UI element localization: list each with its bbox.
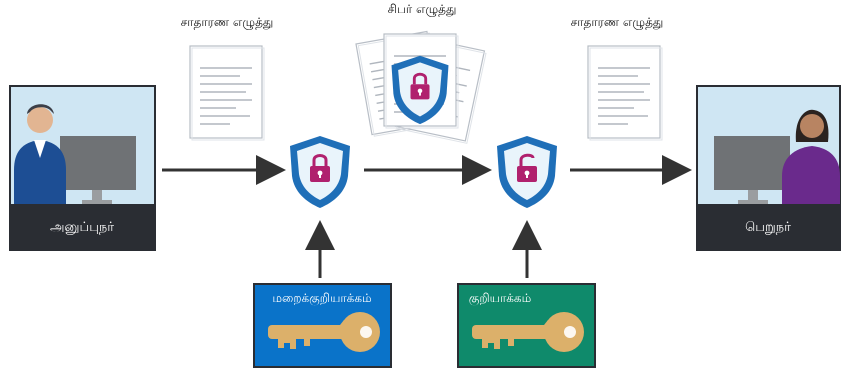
decryption-key-card: குறியாக்கம் bbox=[457, 283, 596, 368]
sender-person-icon bbox=[14, 104, 66, 204]
receiver-card: பெறுநர் bbox=[696, 85, 841, 251]
decryption-key-label: குறியாக்கம் bbox=[469, 291, 531, 305]
receiver-label: பெறுநர் bbox=[745, 220, 791, 235]
encryption-key-label: மறைக்குறியாக்கம் bbox=[272, 291, 371, 305]
receiver-person-icon bbox=[782, 109, 840, 204]
decryption-shield-icon bbox=[495, 134, 559, 210]
flow-arrows bbox=[162, 155, 692, 278]
sender-label: அனுப்புநர் bbox=[50, 220, 114, 235]
plaintext-right-document bbox=[587, 45, 663, 141]
sender-card: அனுப்புநர் bbox=[9, 85, 156, 251]
plaintext-right-label: சாதாரண எழுத்து bbox=[571, 15, 664, 30]
encryption-shield-icon bbox=[288, 134, 352, 210]
ciphertext-label: சிபர் எழுத்து bbox=[388, 2, 457, 17]
ciphertext-documents bbox=[355, 30, 488, 145]
plaintext-left-document bbox=[189, 45, 265, 141]
encryption-key-card: மறைக்குறியாக்கம் bbox=[253, 283, 392, 368]
plaintext-left-label: சாதாரண எழுத்து bbox=[181, 15, 274, 30]
